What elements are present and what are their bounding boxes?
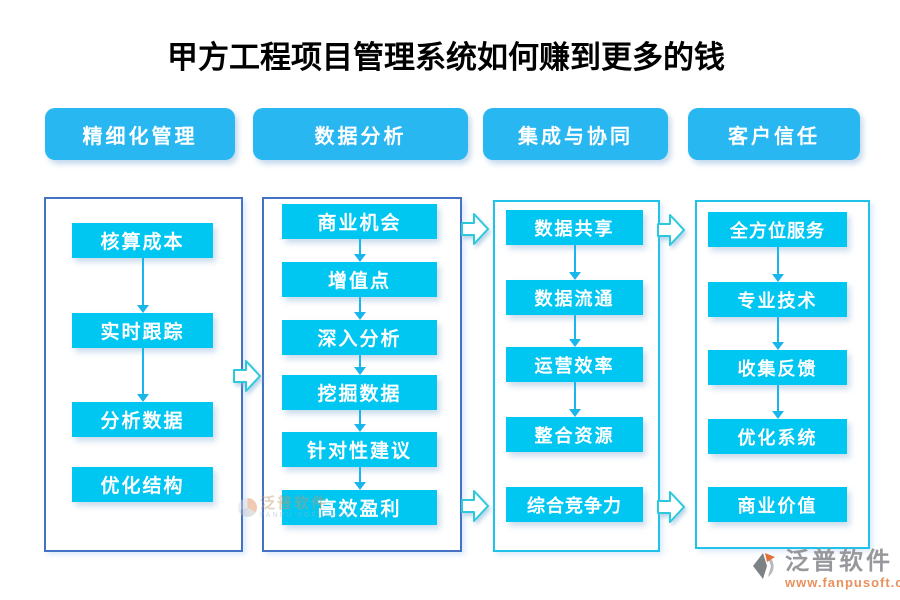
connector-arrow	[353, 239, 367, 262]
flow-node: 挖掘数据	[282, 375, 437, 410]
flow-node: 核算成本	[72, 223, 213, 258]
flow-node: 全方位服务	[708, 212, 847, 247]
column-header-refined-management: 精细化管理	[45, 108, 235, 160]
flow-node: 深入分析	[282, 320, 437, 355]
flow-node: 运营效率	[506, 347, 643, 382]
flow-node: 针对性建议	[282, 432, 437, 467]
connector-arrow	[136, 258, 150, 313]
fanpu-logo: 泛普软件 www.fanpusoft.com	[747, 549, 900, 590]
flow-node: 专业技术	[708, 282, 847, 317]
panel-integration-collaboration: 数据共享 数据流通 运营效率 整合资源 综合竞争力	[493, 200, 660, 552]
logo-url: www.fanpusoft.com	[785, 575, 900, 590]
connector-arrow	[771, 317, 785, 350]
flow-node: 优化结构	[72, 467, 213, 502]
connector-arrow	[568, 315, 582, 347]
flow-node: 整合资源	[506, 417, 643, 452]
watermark: 泛普软件 FANPU SOFTWARE	[238, 496, 353, 520]
page-title: 甲方工程项目管理系统如何赚到更多的钱	[167, 40, 725, 75]
flow-node: 分析数据	[72, 402, 213, 437]
connector-arrow	[353, 355, 367, 375]
watermark-subtext: FANPU SOFTWARE	[260, 512, 353, 519]
panel-customer-trust: 全方位服务 专业技术 收集反馈 优化系统 商业价值	[695, 200, 870, 549]
connector-arrow	[353, 410, 367, 432]
fanpu-logo-icon	[238, 498, 257, 517]
flow-arrow-icon	[657, 214, 685, 246]
panel-data-analysis: 商业机会 增值点 深入分析 挖掘数据 针对性建议 高效盈利	[262, 197, 462, 552]
column-header-data-analysis: 数据分析	[253, 108, 468, 160]
flow-node: 数据共享	[506, 210, 643, 245]
column-header-integration-collaboration: 集成与协同	[483, 108, 668, 160]
logo-brand: 泛普软件	[785, 548, 893, 575]
flow-node: 商业价值	[708, 487, 847, 522]
flow-node: 高效盈利	[282, 490, 437, 525]
flow-node: 优化系统	[708, 419, 847, 454]
flow-arrow-icon	[461, 213, 489, 245]
fanpu-logo-icon	[753, 553, 775, 579]
connector-arrow	[568, 245, 582, 280]
connector-arrow	[136, 348, 150, 402]
connector-arrow	[771, 385, 785, 419]
connector-arrow	[568, 382, 582, 417]
flow-node: 综合竞争力	[506, 487, 643, 522]
flow-node: 商业机会	[282, 204, 437, 239]
flow-node: 增值点	[282, 262, 437, 297]
flow-arrow-icon	[233, 360, 261, 392]
connector-arrow	[353, 297, 367, 320]
flow-node: 收集反馈	[708, 350, 847, 385]
connector-arrow	[771, 247, 785, 282]
connector-arrow	[353, 467, 367, 490]
flow-arrow-icon	[461, 490, 489, 522]
flow-node: 数据流通	[506, 280, 643, 315]
watermark-brand: 泛普软件	[260, 495, 329, 512]
flow-arrow-icon	[657, 491, 685, 523]
column-header-customer-trust: 客户信任	[688, 108, 860, 160]
flow-node: 实时跟踪	[72, 313, 213, 348]
panel-refined-management: 核算成本 实时跟踪 分析数据 优化结构	[44, 197, 243, 552]
